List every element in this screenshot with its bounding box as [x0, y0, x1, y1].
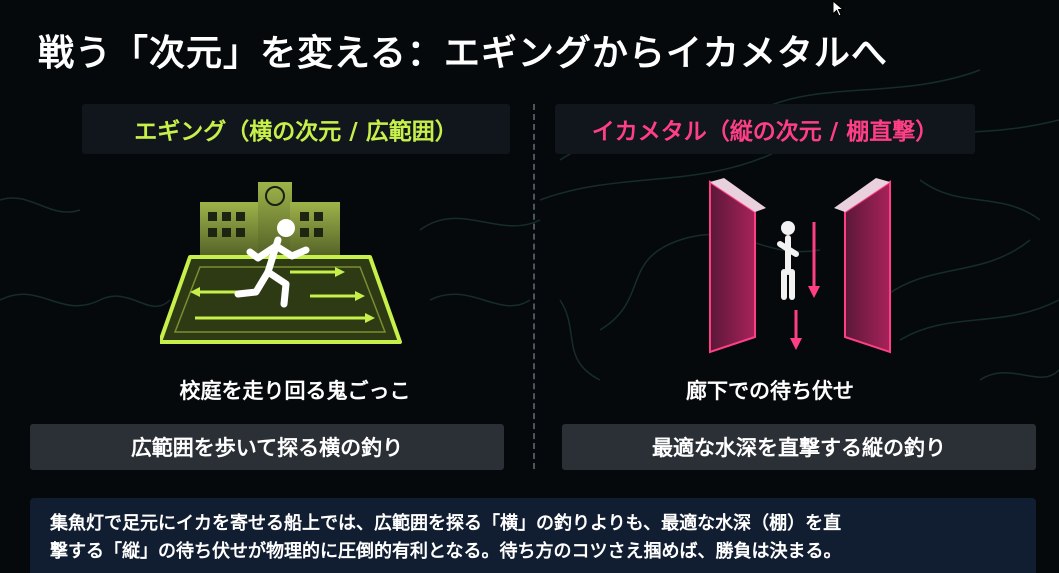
summary-box: 集魚灯で足元にイカを寄せる船上では、広範囲を探る「横」の釣りよりも、最適な水深（…	[30, 498, 1036, 573]
egging-heading: エギング（横の次元 / 広範囲）	[82, 104, 510, 154]
ikametal-heading: イカメタル（縦の次元 / 棚直撃）	[555, 104, 975, 154]
mouse-cursor-icon	[832, 0, 845, 17]
egging-label: 広範囲を歩いて探る横の釣り	[30, 424, 504, 470]
page-title: 戦う「次元」を変える：エギングからイカメタルへ	[38, 33, 888, 74]
ikametal-caption: 廊下での待ち伏せ	[686, 379, 854, 403]
school-running-figure-icon	[160, 182, 402, 344]
summary-line-1: 集魚灯で足元にイカを寄せる船上では、広範囲を探る「横」の釣りよりも、最適な水深（…	[50, 513, 842, 534]
corridor-waiting-figure-icon	[709, 178, 891, 354]
column-divider	[533, 104, 535, 469]
egging-caption: 校庭を走り回る鬼ごっこ	[179, 379, 411, 403]
summary-line-2: 撃する「縦」の待ち伏せが物理的に圧倒的有利となる。待ち方のコツさえ掴めば、勝負は…	[50, 541, 842, 562]
ikametal-label: 最適な水深を直撃する縦の釣り	[562, 424, 1036, 470]
